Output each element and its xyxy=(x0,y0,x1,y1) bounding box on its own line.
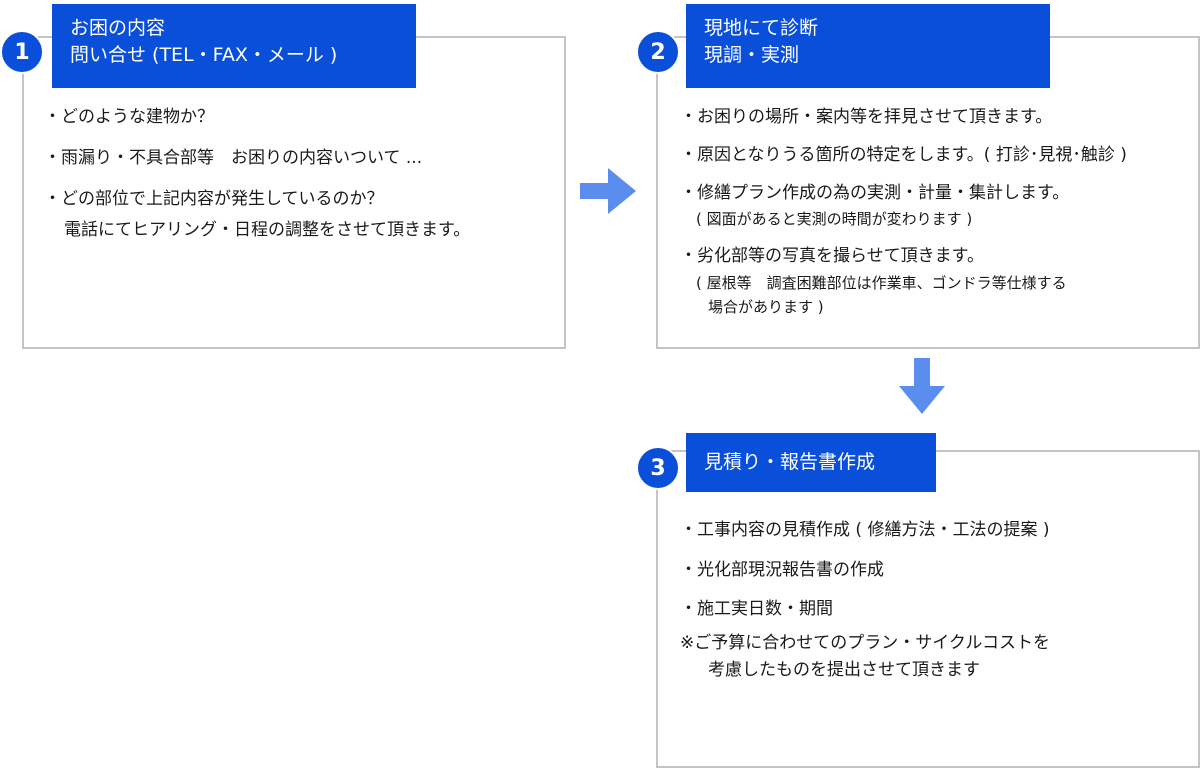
step3-item-1: ・工事内容の見積作成 ( 修繕方法・工法の提案 ) xyxy=(680,520,1050,540)
step2-title-line2: 現調・実測 xyxy=(704,44,800,66)
step2-item-5: ・劣化部等の写真を撮らせて頂きます。 xyxy=(680,246,984,266)
step3-badge: 3 xyxy=(636,446,680,490)
step1-item-2: ・雨漏り・不具合部等 お困りの内容いついて ... xyxy=(44,148,423,168)
step1-badge: 1 xyxy=(0,30,44,74)
step1-item-3: ・どの部位で上記内容が発生しているのか？ xyxy=(44,189,384,209)
step3-item-3: ・施工実日数・期間 xyxy=(680,599,833,619)
arrow-down-icon xyxy=(899,358,945,414)
step1-title-line1: お困の内容 xyxy=(70,17,166,39)
step3-item-2: ・光化部現況報告書の作成 xyxy=(680,560,884,580)
step2-box xyxy=(656,36,1200,349)
step2-title: 現地にて診断 現調・実測 xyxy=(686,4,1050,88)
step3-title: 見積り・報告書作成 xyxy=(686,433,936,492)
step2-item-6: ( 屋根等 調査困難部位は作業車、ゴンドラ等仕様する xyxy=(696,274,1067,292)
step1-box xyxy=(22,36,566,349)
step2-item-3: ・修繕プラン作成の為の実測・計量・集計します。 xyxy=(680,183,1070,203)
step2-item-4: ( 図面があると実測の時間が変わります ) xyxy=(696,210,973,228)
step3-item-5: 考慮したものを提出させて頂きます xyxy=(708,660,980,680)
step2-item-7: 場合があります ) xyxy=(708,298,824,316)
step1-item-1: ・どのような建物か？ xyxy=(44,107,214,127)
step1-title-line2: 問い合せ (TEL・FAX・メール ) xyxy=(70,44,338,66)
step1-title: お困の内容 問い合せ (TEL・FAX・メール ) xyxy=(52,4,416,88)
step2-item-1: ・お困りの場所・案内等を拝見させて頂きます。 xyxy=(680,107,1053,127)
step2-badge: 2 xyxy=(636,30,680,74)
arrow-right-icon xyxy=(580,168,636,214)
step3-item-4: ※ご予算に合わせてのプラン・サイクルコストを xyxy=(680,633,1051,653)
step3-title-line1: 見積り・報告書作成 xyxy=(704,451,876,473)
step1-item-4: 電話にてヒアリング・日程の調整をさせて頂きます。 xyxy=(64,220,471,240)
step2-item-2: ・原因となりうる箇所の特定をします。( 打診･見視･触診 ) xyxy=(680,145,1127,165)
step2-title-line1: 現地にて診断 xyxy=(704,17,819,39)
